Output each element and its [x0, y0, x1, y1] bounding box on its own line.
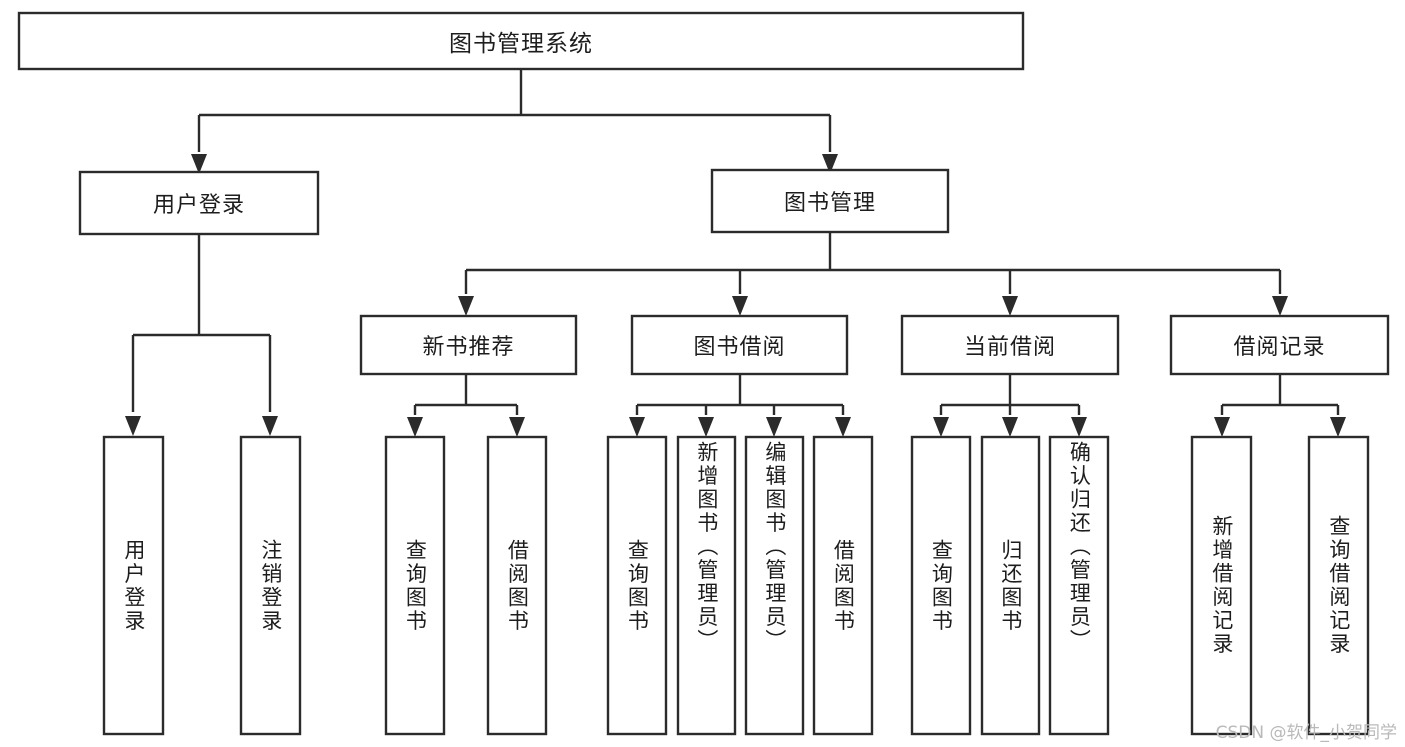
arrow-to-book-borrow — [732, 296, 748, 316]
arrow-to-leaf-add-record — [1214, 417, 1230, 437]
node-book-borrow-box[interactable] — [630, 314, 849, 376]
node-leaf-query-book-1-box[interactable] — [384, 435, 446, 736]
node-leaf-confirm-return-box[interactable] — [1048, 435, 1110, 736]
node-borrow-record-box[interactable] — [1169, 314, 1390, 376]
arrow-to-leaf-borrow-book-2 — [835, 417, 851, 437]
arrow-to-borrow-record — [1272, 296, 1288, 316]
arrow-to-leaf-query-book-3 — [933, 417, 949, 437]
node-leaf-borrow-book-2-box[interactable] — [812, 435, 874, 736]
arrow-to-leaf-logout-login — [262, 416, 278, 436]
arrow-to-new-book-recommend — [458, 296, 474, 316]
node-user-login-box[interactable] — [78, 170, 320, 236]
node-leaf-query-book-3-box[interactable] — [910, 435, 972, 736]
node-leaf-add-record-box[interactable] — [1190, 435, 1253, 736]
arrow-to-leaf-user-login — [125, 416, 141, 436]
node-leaf-query-book-2-box[interactable] — [606, 435, 668, 736]
arrow-to-leaf-query-book-1 — [407, 417, 423, 437]
node-book-manage-box[interactable] — [710, 168, 950, 234]
arrow-to-leaf-borrow-book-1 — [509, 417, 525, 437]
arrow-to-leaf-confirm-return — [1071, 417, 1087, 437]
node-leaf-query-record-box[interactable] — [1307, 435, 1370, 736]
node-leaf-edit-book-box[interactable] — [744, 435, 805, 736]
arrow-to-leaf-edit-book — [766, 417, 782, 437]
node-leaf-return-book-box[interactable] — [980, 435, 1041, 736]
arrow-to-leaf-query-book-2 — [629, 417, 645, 437]
node-new-book-recommend-box[interactable] — [359, 314, 578, 376]
arrow-to-current-borrow — [1002, 296, 1018, 316]
arrow-to-leaf-query-record — [1330, 417, 1346, 437]
node-leaf-add-book-box[interactable] — [676, 435, 737, 736]
node-root-box[interactable] — [17, 11, 1025, 71]
arrow-to-leaf-add-book — [698, 417, 714, 437]
node-current-borrow-box[interactable] — [900, 314, 1120, 376]
node-leaf-user-login-box[interactable] — [102, 435, 165, 736]
arrow-to-leaf-return-book — [1002, 417, 1018, 437]
node-leaf-logout-login-box[interactable] — [239, 435, 302, 736]
node-leaf-borrow-book-1-box[interactable] — [486, 435, 548, 736]
